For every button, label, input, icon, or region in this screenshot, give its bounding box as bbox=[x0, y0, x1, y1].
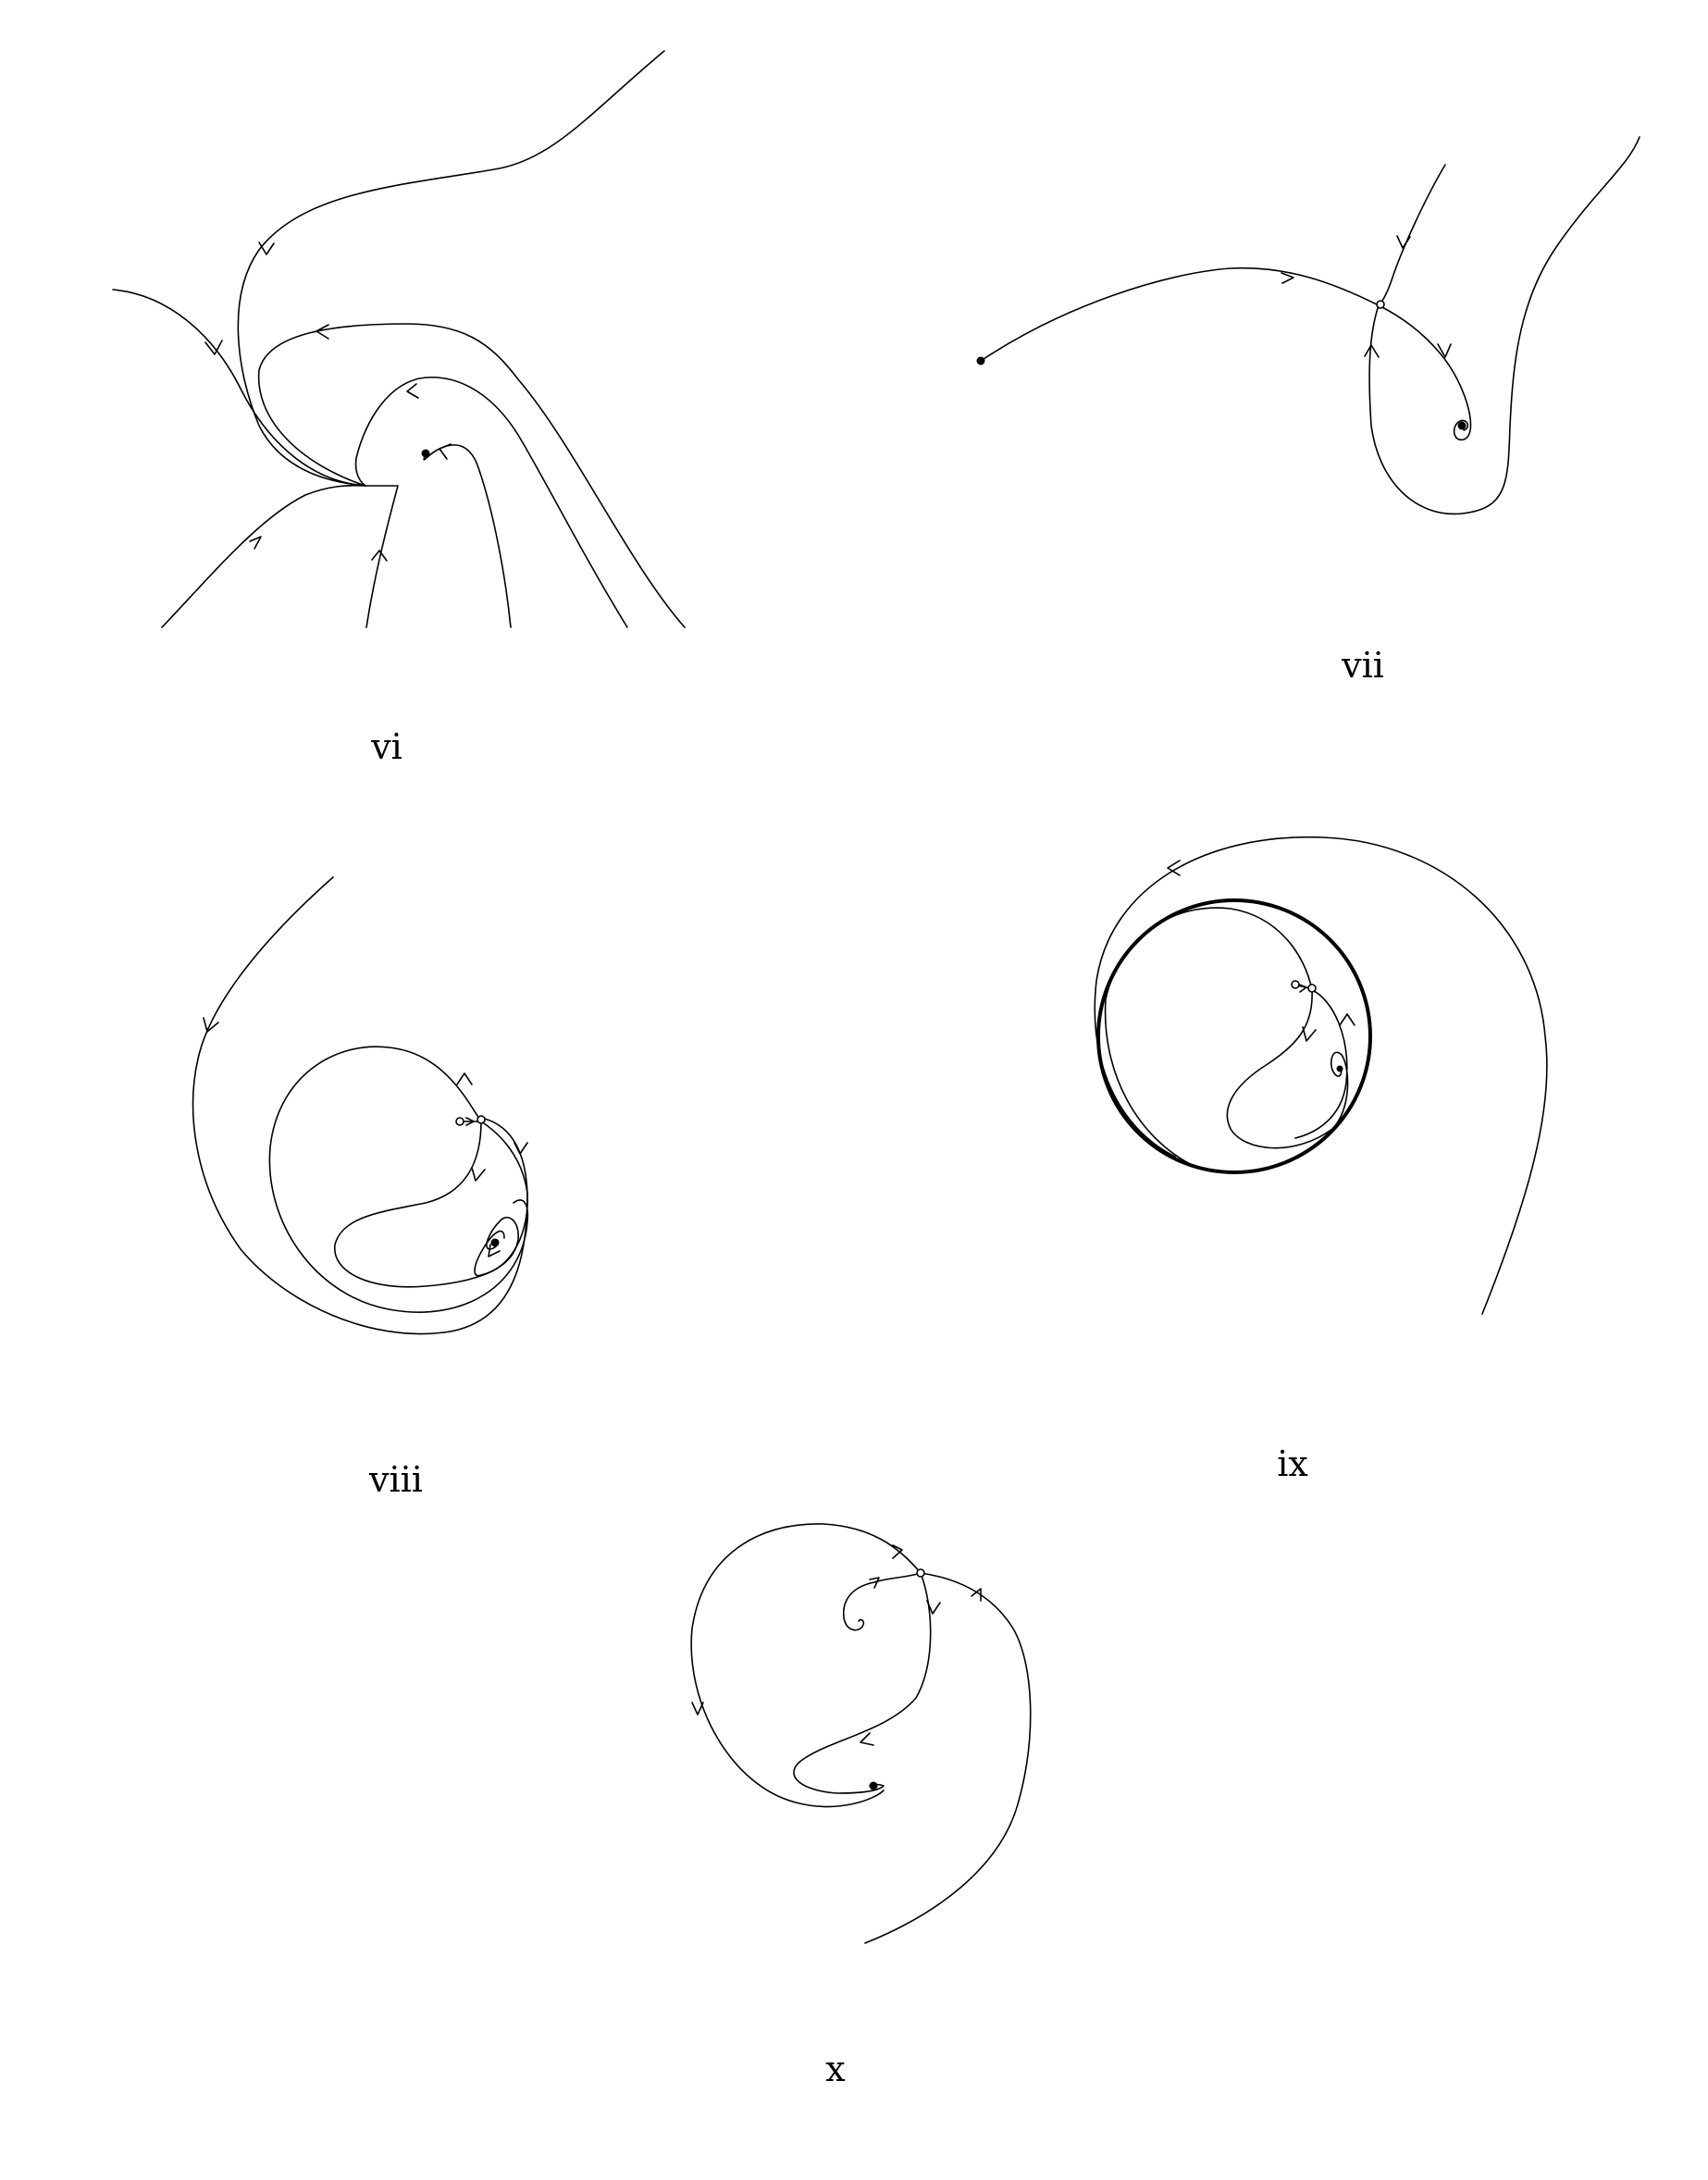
trajectory bbox=[268, 1046, 529, 1313]
trajectory bbox=[112, 289, 366, 487]
trajectory bbox=[1104, 907, 1313, 1167]
trajectory bbox=[354, 377, 628, 628]
arrow-marker bbox=[249, 536, 262, 550]
trajectory bbox=[690, 1523, 922, 1808]
arrow-marker bbox=[860, 1732, 874, 1746]
trajectory bbox=[1294, 989, 1348, 1139]
saddle-point bbox=[477, 1115, 486, 1124]
unstable-point bbox=[455, 1117, 464, 1126]
arrow-marker bbox=[1396, 235, 1411, 249]
arrow-marker bbox=[371, 550, 388, 562]
trajectory bbox=[1368, 136, 1640, 515]
trajectory bbox=[192, 876, 528, 1335]
arrow-marker bbox=[1298, 984, 1307, 993]
saddle-point bbox=[1307, 984, 1317, 993]
arrow-marker bbox=[316, 324, 329, 340]
arrow-marker bbox=[691, 1702, 704, 1716]
arrow-marker bbox=[1167, 860, 1181, 876]
saddle-point bbox=[1376, 300, 1385, 309]
panel-label-vi: vi bbox=[371, 726, 402, 767]
panel-vi bbox=[112, 50, 686, 628]
panel-vii bbox=[976, 136, 1640, 515]
trajectory bbox=[257, 323, 686, 628]
panel-ix bbox=[1094, 836, 1548, 1315]
panel-label-viii: viii bbox=[369, 1459, 423, 1500]
arrow-marker bbox=[869, 1577, 880, 1589]
arrow-marker bbox=[514, 1142, 528, 1155]
arrow-marker bbox=[488, 1244, 501, 1257]
trajectory bbox=[365, 485, 399, 628]
trajectory bbox=[793, 1572, 932, 1794]
panel-label-ix: ix bbox=[1277, 1443, 1308, 1484]
arrow-marker bbox=[456, 1072, 473, 1085]
trajectory bbox=[1094, 836, 1548, 1315]
arrow-marker bbox=[204, 340, 223, 355]
unstable-point bbox=[1291, 980, 1300, 989]
arrow-marker bbox=[406, 383, 419, 399]
stable-point bbox=[976, 356, 985, 365]
arrow-marker bbox=[1281, 272, 1294, 284]
arrow-marker bbox=[1339, 1013, 1355, 1026]
arrow-marker bbox=[1364, 344, 1380, 358]
panel-label-x: x bbox=[825, 2049, 846, 2089]
arrow-marker bbox=[439, 443, 452, 460]
arrow-marker bbox=[1302, 1026, 1317, 1042]
trajectory bbox=[843, 1572, 922, 1631]
trajectory bbox=[1378, 164, 1446, 306]
arrow-marker bbox=[926, 1600, 941, 1615]
stable-point bbox=[1336, 1065, 1343, 1072]
trajectory bbox=[980, 266, 1380, 362]
stable-point bbox=[869, 1781, 878, 1790]
arrow-marker bbox=[1437, 343, 1452, 358]
arrow-marker bbox=[258, 242, 275, 255]
arrow-marker bbox=[203, 1017, 219, 1033]
trajectory bbox=[237, 50, 665, 487]
arrow-marker bbox=[892, 1544, 903, 1559]
trajectory bbox=[423, 444, 512, 628]
arrow-marker bbox=[971, 1588, 982, 1602]
trajectory bbox=[161, 484, 366, 628]
stable-point bbox=[1457, 421, 1467, 430]
saddle-point bbox=[916, 1568, 925, 1578]
panel-label-vii: vii bbox=[1342, 645, 1384, 686]
trajectory bbox=[1226, 989, 1349, 1149]
arrow-marker bbox=[465, 1117, 475, 1126]
limit-cycle bbox=[1096, 898, 1372, 1174]
stable-point bbox=[421, 449, 430, 458]
trajectory bbox=[334, 1121, 519, 1288]
panel-viii bbox=[192, 876, 529, 1335]
arrow-marker bbox=[471, 1167, 486, 1182]
panel-x bbox=[690, 1523, 1032, 1944]
trajectory bbox=[864, 1572, 1032, 1944]
stable-point bbox=[490, 1238, 500, 1247]
trajectory bbox=[1378, 304, 1472, 441]
